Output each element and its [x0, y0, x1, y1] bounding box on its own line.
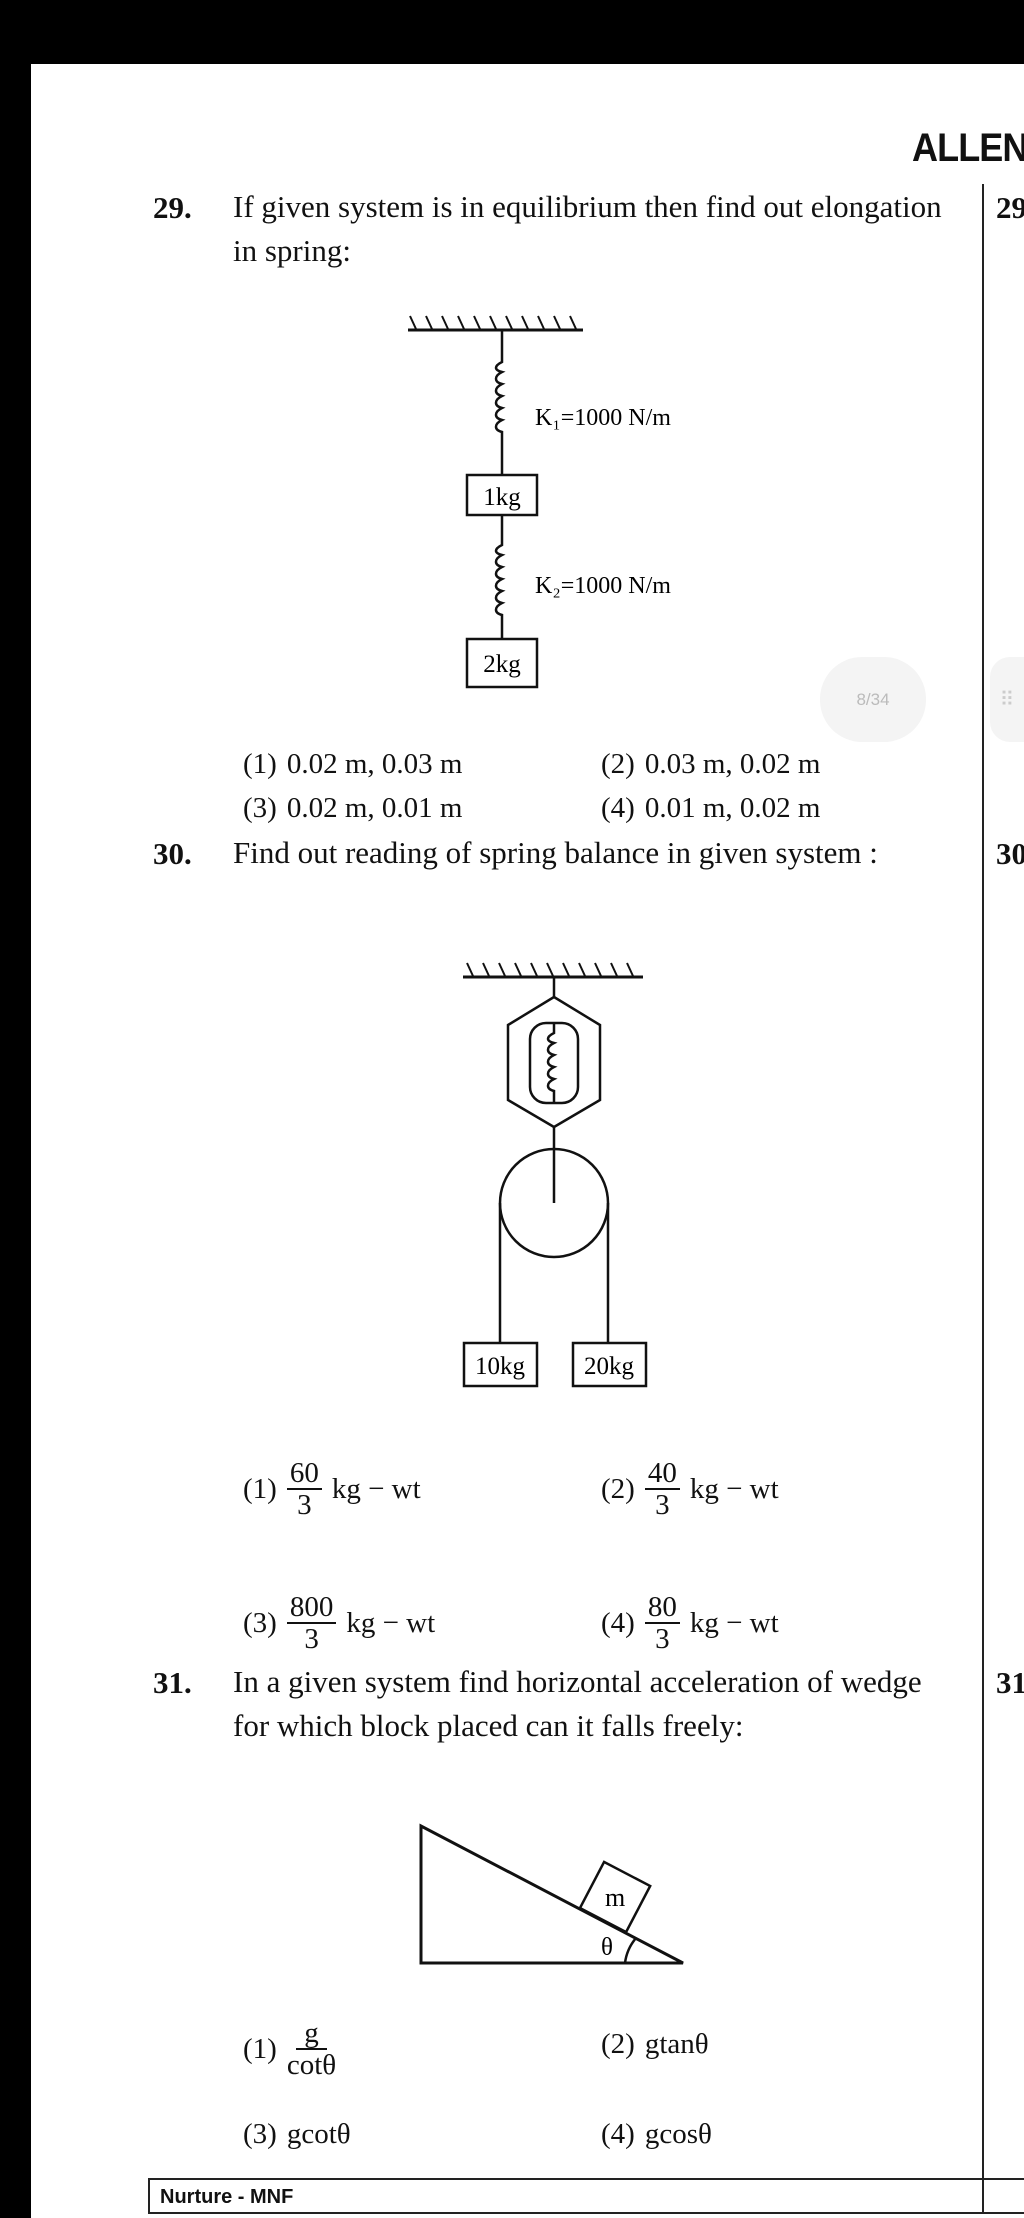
question-number: 30.: [153, 836, 192, 871]
option-label: (1): [243, 748, 277, 780]
option-text: gcosθ: [644, 2118, 712, 2150]
numerator: g: [296, 2018, 327, 2051]
question-text: Find out reading of spring balance in gi…: [233, 835, 878, 870]
option-label: (3): [243, 1606, 277, 1639]
denominator: 3: [655, 1623, 670, 1656]
option-unit: kg − wt: [689, 1472, 779, 1505]
numerator: 800: [286, 1592, 337, 1625]
spring-constant-label: K₂=1000 N/m: [535, 573, 671, 599]
block-label: m: [605, 1883, 625, 1912]
top-black-bar: [0, 0, 1024, 64]
option-text: 0.02 m, 0.03 m: [286, 748, 463, 780]
side-number: 29: [996, 190, 1024, 225]
column-divider: [982, 184, 984, 2214]
option-label: (2): [601, 748, 635, 780]
denominator: 3: [297, 1489, 312, 1522]
denominator: 3: [304, 1623, 319, 1656]
question-text: In a given system find horizontal accele…: [233, 1664, 922, 1743]
option-label: (1): [243, 2032, 277, 2065]
mass-label: 1kg: [483, 484, 521, 511]
denominator: 3: [655, 1489, 670, 1522]
option[interactable]: (2) 0.03 m, 0.02 m: [601, 748, 820, 781]
spring-constant-label: K₁=1000 N/m: [535, 405, 671, 431]
option[interactable]: (3) gcotθ: [243, 2118, 351, 2151]
drag-handle-icon[interactable]: ⠿: [990, 657, 1024, 742]
option[interactable]: (3) 0.02 m, 0.01 m: [243, 792, 462, 825]
brand-logo: ALLEN: [912, 126, 1024, 170]
footer-label: Nurture - MNF: [148, 2178, 1024, 2214]
option[interactable]: (4) gcosθ: [601, 2118, 712, 2151]
option-text: 0.03 m, 0.02 m: [644, 748, 821, 780]
option-text: 0.02 m, 0.01 m: [286, 792, 463, 824]
option-label: (4): [601, 1606, 635, 1639]
wedge-diagram: m θ: [419, 1823, 684, 1965]
option[interactable]: (2) gtanθ: [601, 2028, 709, 2061]
option-label: (2): [601, 2028, 635, 2060]
question-number: 29.: [153, 190, 192, 225]
spring-mass-diagram: 1kg K₁=1000 N/m K₂=1000 N/m 2kg: [408, 315, 671, 689]
numerator: 80: [644, 1592, 680, 1625]
numerator: 40: [644, 1458, 680, 1491]
mass-label: 20kg: [584, 1353, 635, 1380]
option-unit: kg − wt: [689, 1606, 779, 1639]
option[interactable]: (1) 0.02 m, 0.03 m: [243, 748, 462, 781]
side-number: 31: [996, 1665, 1024, 1700]
mass-label: 10kg: [475, 1353, 526, 1380]
option-label: (3): [243, 2118, 277, 2150]
mass-label: 2kg: [483, 651, 521, 678]
option-label: (1): [243, 1472, 277, 1505]
option[interactable]: (4) 0.01 m, 0.02 m: [601, 792, 820, 825]
option-label: (3): [243, 792, 277, 824]
page-indicator[interactable]: 8/34: [820, 657, 926, 742]
option-text: gtanθ: [644, 2028, 709, 2060]
option-unit: kg − wt: [331, 1472, 421, 1505]
spring-1: [494, 330, 506, 475]
option-label: (2): [601, 1472, 635, 1505]
question-text: If given system is in equilibrium then f…: [233, 189, 942, 268]
denominator: cotθ: [286, 2049, 337, 2082]
option-unit: kg − wt: [346, 1606, 436, 1639]
numerator: 60: [286, 1458, 322, 1491]
question-number: 31.: [153, 1665, 192, 1700]
side-number: 30: [996, 836, 1024, 871]
option-text: 0.01 m, 0.02 m: [644, 792, 821, 824]
spring-2: [494, 515, 506, 639]
option-text: gcotθ: [286, 2118, 351, 2150]
spring-balance-pulley-diagram: 10kg 20kg: [462, 962, 648, 1388]
left-black-bar: [0, 0, 31, 2218]
option-label: (4): [601, 792, 635, 824]
option-label: (4): [601, 2118, 635, 2150]
angle-label: θ: [601, 1934, 613, 1961]
